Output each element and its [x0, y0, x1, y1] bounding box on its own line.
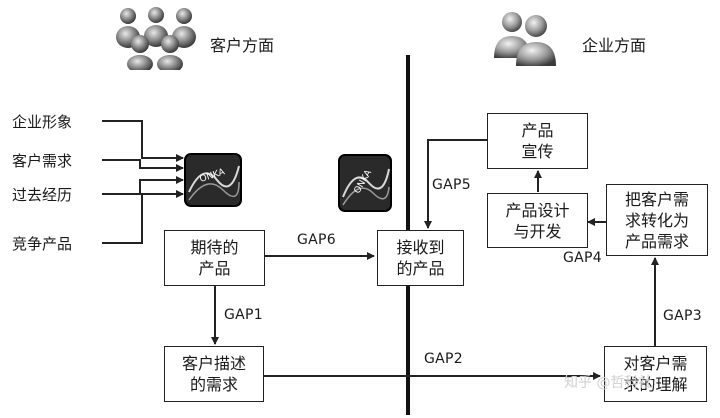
product-icon: ONKA — [184, 153, 242, 207]
factor-customer-need: 客户需求 — [12, 152, 73, 170]
customer-side-label: 客户方面 — [210, 36, 275, 55]
arrow-experience — [102, 176, 184, 195]
gap5-label: GAP5 — [432, 177, 471, 193]
translate-need-box: 把客户需 求转化为 产品需求 — [606, 184, 708, 256]
gap1-label: GAP1 — [224, 307, 263, 323]
customer-described-need-box: 客户描述 的需求 — [164, 346, 264, 402]
gap3-label: GAP3 — [663, 308, 702, 324]
customer-group-icon — [116, 7, 196, 70]
product-promotion-box: 产品 宣传 — [487, 113, 588, 169]
gap2-label: GAP2 — [424, 351, 463, 367]
arrow-image — [102, 120, 184, 162]
arrow-gap5 — [424, 139, 487, 229]
expected-product-box: 期待的 产品 — [164, 230, 265, 286]
received-product-icon: ONKA — [338, 154, 392, 212]
enterprise-group-icon — [494, 12, 556, 66]
received-product-box: 接收到 的产品 — [377, 230, 464, 286]
watermark: 知乎 @哲科社 — [564, 375, 653, 391]
arrow-need — [102, 159, 184, 172]
gap4-label: GAP4 — [563, 250, 602, 266]
arrow-competition — [102, 190, 184, 244]
factor-past-experience: 过去经历 — [12, 186, 73, 204]
product-design-box: 产品设计 与开发 — [487, 193, 588, 248]
enterprise-side-label: 企业方面 — [582, 36, 647, 55]
factor-corporate-image: 企业形象 — [12, 113, 73, 131]
factor-competing-product: 竞争产品 — [12, 235, 73, 253]
gap6-label: GAP6 — [297, 232, 336, 248]
need-understanding-box: 对客户需 求的理解 — [604, 346, 707, 402]
